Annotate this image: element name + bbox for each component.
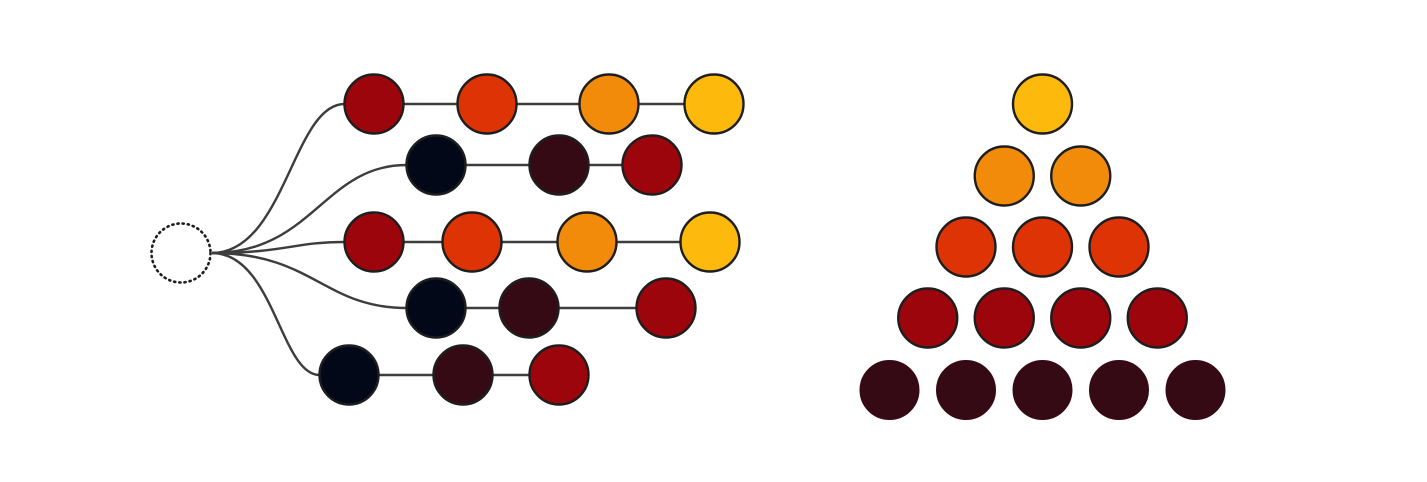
node-crimson-r5c3	[528, 344, 590, 406]
branch-connectors	[211, 102, 714, 377]
node-orange-r1c3	[578, 73, 640, 135]
sequence-nodes	[318, 73, 745, 406]
pyramid-node-amber-1-1	[1011, 73, 1074, 135]
branch-curve-5	[211, 251, 320, 377]
node-maroon-r5c2	[432, 344, 494, 406]
node-red-orange-r3c2	[441, 211, 503, 273]
node-crimson-r1c1	[343, 73, 405, 135]
node-red-orange-r1c2	[456, 73, 518, 135]
branch-curve-2	[211, 163, 407, 255]
pyramid-node-orange-2-1	[973, 145, 1035, 207]
node-amber-r3c4	[679, 211, 741, 273]
origin-node	[150, 222, 212, 284]
branch-curve-1	[211, 102, 345, 255]
origin-group	[150, 222, 212, 284]
pyramid-node-red-orange-3-2	[1011, 216, 1074, 278]
pyramid-node-red-orange-3-1	[935, 216, 997, 278]
pyramid-group	[859, 73, 1226, 420]
pyramid-node-maroon-5-1	[859, 360, 920, 420]
pyramid-node-maroon-5-2	[936, 360, 996, 420]
node-orange-r3c3	[556, 211, 618, 273]
node-crimson-r2c3	[621, 134, 683, 196]
pyramid-node-maroon-5-4	[1089, 360, 1149, 420]
node-navy-r4c1	[405, 277, 467, 339]
branch-curve-3	[211, 240, 345, 255]
pyramid-node-orange-2-2	[1050, 145, 1112, 207]
node-navy-r5c1	[318, 344, 380, 406]
pyramid-node-crimson-4-1	[897, 287, 959, 349]
node-maroon-r4c2	[498, 277, 560, 339]
branch-curve-4	[211, 251, 407, 310]
pyramid-node-maroon-5-3	[1012, 360, 1073, 420]
pyramid-node-crimson-4-4	[1126, 287, 1188, 349]
node-amber-r1c4	[683, 73, 745, 135]
pyramid-node-maroon-5-5	[1165, 360, 1226, 420]
pyramid-node-crimson-4-3	[1050, 287, 1112, 349]
pyramid-node-crimson-4-2	[973, 287, 1035, 349]
node-navy-r2c1	[405, 134, 467, 196]
node-crimson-r3c1	[343, 211, 405, 273]
pyramid-node-red-orange-3-3	[1088, 216, 1150, 278]
node-crimson-r4c3	[635, 277, 697, 339]
node-maroon-r2c2	[528, 134, 590, 196]
